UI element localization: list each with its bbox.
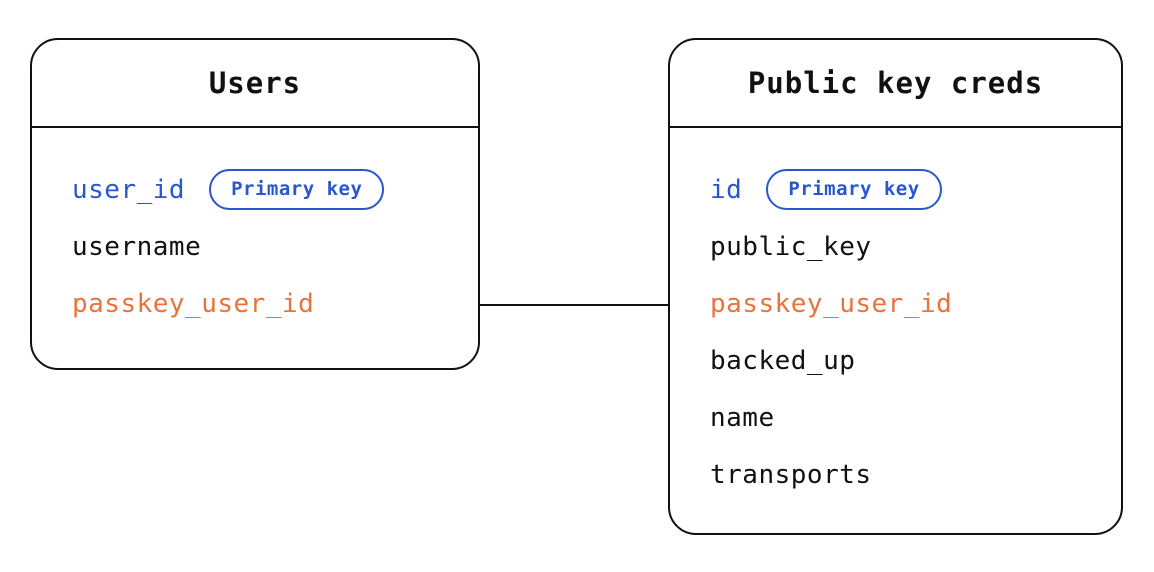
- table-public-key-creds-body: id Primary key public_key passkey_user_i…: [670, 128, 1121, 503]
- relationship-line: [480, 304, 668, 306]
- field-row-passkey-user-id: passkey_user_id: [72, 275, 478, 332]
- field-name-public-key: public_key: [710, 231, 872, 262]
- field-row-name: name: [710, 389, 1121, 446]
- field-name-backed-up: backed_up: [710, 345, 856, 376]
- field-row-user-id: user_id Primary key: [72, 161, 478, 218]
- table-public-key-creds[interactable]: Public key creds id Primary key public_k…: [668, 38, 1123, 535]
- primary-key-badge: Primary key: [766, 169, 942, 210]
- table-users[interactable]: Users user_id Primary key username passk…: [30, 38, 480, 370]
- field-row-public-key: public_key: [710, 218, 1121, 275]
- field-name-name: name: [710, 402, 775, 433]
- field-name-passkey-user-id: passkey_user_id: [72, 288, 315, 319]
- field-name-username: username: [72, 231, 202, 262]
- field-name-id: id: [710, 174, 743, 205]
- primary-key-badge: Primary key: [209, 169, 385, 210]
- field-name-user-id: user_id: [72, 174, 186, 205]
- table-users-body: user_id Primary key username passkey_use…: [32, 128, 478, 332]
- field-row-passkey-user-id: passkey_user_id: [710, 275, 1121, 332]
- table-public-key-creds-title: Public key creds: [670, 40, 1121, 128]
- field-name-passkey-user-id: passkey_user_id: [710, 288, 953, 319]
- field-name-transports: transports: [710, 459, 872, 490]
- field-row-id: id Primary key: [710, 161, 1121, 218]
- field-row-transports: transports: [710, 446, 1121, 503]
- table-users-title: Users: [32, 40, 478, 128]
- field-row-backed-up: backed_up: [710, 332, 1121, 389]
- field-row-username: username: [72, 218, 478, 275]
